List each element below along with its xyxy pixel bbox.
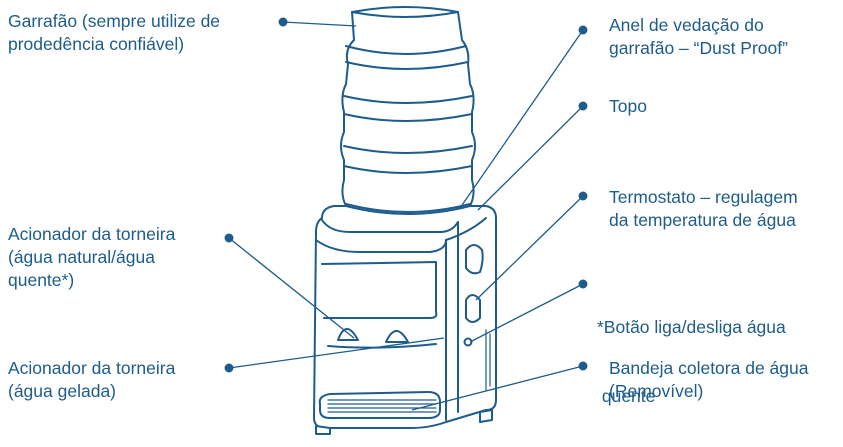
label-acionador-natural: Acionador da torneira (água natural/água… — [8, 223, 175, 292]
leader-dot-garrafao — [278, 17, 288, 27]
label-acionador-gelada-line-1: Acionador da torneira — [8, 358, 176, 378]
label-acionador-natural-line-2: (água natural/água — [8, 247, 155, 267]
leader-topo — [477, 105, 584, 211]
label-anel: Anel de vedação do garrafão – “Dust Proo… — [609, 14, 788, 60]
label-termostato-line-1: Termostato – regulagem — [609, 187, 798, 207]
cooler-body — [313, 205, 497, 429]
leader-dot-anel — [578, 25, 588, 35]
leader-dot-acionador-gelada — [224, 363, 234, 373]
label-acionador-natural-line-3: quente*) — [8, 270, 75, 290]
leader-garrafao — [282, 21, 357, 27]
label-botao-line-1: *Botão liga/desliga água — [597, 317, 786, 337]
label-bandeja-line-1: Bandeja coletora de água — [609, 358, 809, 378]
leader-dot-bandeja — [578, 361, 588, 371]
label-bandeja-line-2: (Removível) — [609, 381, 704, 401]
label-acionador-natural-line-1: Acionador da torneira — [8, 224, 176, 244]
label-botao: *Botão liga/desliga água quente — [597, 270, 786, 431]
leader-lines — [224, 17, 588, 411]
label-garrafao: Garrafão (sempre utilize de prodedência … — [8, 10, 220, 56]
leader-anel — [459, 29, 584, 209]
label-acionador-gelada: Acionador da torneira (água gelada) — [8, 357, 175, 403]
water-bottle — [340, 6, 476, 215]
label-anel-line-2: garrafão – “Dust Proof” — [609, 38, 788, 58]
leader-dot-topo — [578, 101, 588, 111]
label-garrafao-line-2: prodedência confiável) — [8, 34, 185, 54]
label-bandeja: Bandeja coletora de água (Removível) — [609, 357, 808, 403]
leader-termostato — [475, 195, 584, 301]
leader-bandeja — [411, 365, 584, 411]
leader-dot-acionador-natural — [224, 233, 234, 243]
label-topo-line-1: Topo — [609, 96, 647, 116]
label-termostato-line-2: da temperatura de água — [609, 210, 796, 230]
leader-botao — [469, 283, 584, 343]
leader-acionador-gelada — [228, 337, 445, 369]
leader-dot-botao — [578, 279, 588, 289]
leader-acionador-natural — [228, 237, 355, 339]
label-acionador-gelada-line-2: (água gelada) — [8, 381, 116, 401]
label-termostato: Termostato – regulagem da temperatura de… — [609, 186, 798, 232]
label-anel-line-1: Anel de vedação do — [609, 15, 764, 35]
label-garrafao-line-1: Garrafão (sempre utilize de — [8, 11, 221, 31]
label-topo: Topo — [609, 95, 647, 118]
leader-dot-termostato — [578, 191, 588, 201]
label-botao-line-2: quente — [597, 386, 656, 406]
